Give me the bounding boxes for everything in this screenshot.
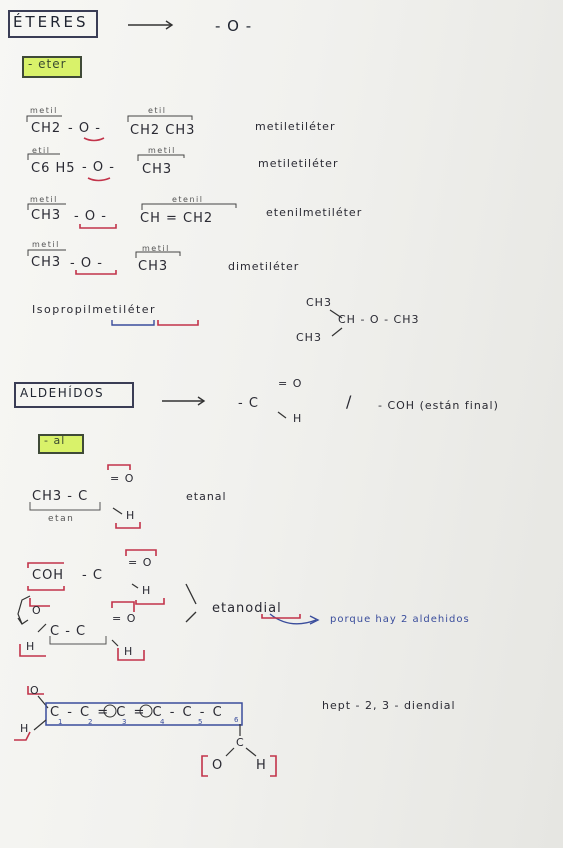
hept-num-2: 2: [88, 718, 94, 726]
isopropyl-name: Isopropilmetiléter: [32, 303, 157, 316]
coh-note: - COH (están final): [378, 399, 499, 412]
aldehyde-o: = O: [278, 377, 303, 390]
aldehidos-title-box: [14, 382, 134, 408]
etanodial-o-bottom: = O: [112, 612, 137, 625]
hept-o-top: O: [30, 684, 40, 697]
etanal-h: H: [126, 509, 136, 522]
row3-left-label: metil: [30, 195, 58, 204]
etanodial-note: porque hay 2 aldehidos: [330, 614, 470, 625]
row2-right-label: metil: [148, 146, 176, 155]
row3-right: CH = CH2: [140, 211, 214, 226]
row4-left-label: metil: [32, 240, 60, 249]
row4-name: dimetiléter: [228, 260, 300, 273]
row4-left: CH3: [31, 255, 62, 270]
eter-suffix-highlight: [22, 56, 82, 78]
etanodial-coh: COH: [32, 568, 65, 583]
etanodial-h-left: H: [26, 640, 36, 653]
hept-name: hept - 2, 3 - diendial: [322, 699, 456, 712]
etanal-chain: CH3 - C: [32, 489, 89, 504]
row2-left-label: etil: [32, 146, 51, 155]
aldehyde-slash: /: [346, 392, 353, 411]
row2-left: C6 H5: [31, 161, 76, 176]
etanodial-c-top: - C: [82, 568, 103, 583]
etanal-o: = O: [110, 472, 135, 485]
row1-name: metiletiléter: [255, 120, 336, 133]
eteres-title: ÉTERES: [13, 13, 89, 31]
hept-num-1: 1: [58, 718, 64, 726]
row1-left-label: metil: [30, 106, 58, 115]
etanal-name: etanal: [186, 490, 227, 503]
row3-oxygen: - O -: [74, 209, 107, 224]
hept-c7: C: [236, 736, 245, 749]
hept-num-3: 3: [122, 718, 128, 726]
row2-oxygen: - O -: [82, 160, 115, 175]
hept-h-bottom: H: [256, 758, 267, 773]
aldehyde-h: H: [293, 412, 303, 425]
row4-oxygen: - O -: [70, 256, 103, 271]
isopropyl-ch3-bottom: CH3: [296, 331, 322, 344]
row3-name: etenilmetiléter: [266, 206, 363, 219]
hept-num-6: 6: [234, 716, 240, 724]
eter-suffix: - eter: [28, 57, 67, 71]
ether-group: - O -: [215, 17, 253, 35]
al-suffix-highlight: [38, 434, 84, 454]
hept-o-bottom: O: [212, 758, 224, 773]
row2-right: CH3: [142, 162, 173, 177]
aldehyde-c: - C: [238, 396, 259, 411]
etanodial-name: etanodial: [212, 601, 282, 616]
etanodial-c-bottom: C - C: [50, 624, 87, 639]
row2-name: metiletiléter: [258, 157, 339, 170]
etanal-under: etan: [48, 514, 75, 524]
row1-right-label: etil: [148, 106, 167, 115]
row4-right: CH3: [138, 259, 169, 274]
row1-right: CH2 CH3: [130, 123, 196, 138]
row1-left: CH2: [31, 121, 62, 136]
row4-right-label: metil: [142, 244, 170, 253]
etanodial-o-top: = O: [128, 556, 153, 569]
hept-num-5: 5: [198, 718, 204, 726]
row3-right-label: etenil: [172, 195, 204, 204]
hept-chain: C - C = C = C - C - C: [50, 705, 224, 720]
eteres-title-box: [8, 10, 98, 38]
al-suffix: - al: [44, 434, 66, 447]
hept-h-left: H: [20, 722, 30, 735]
etanodial-h-top: H: [142, 584, 152, 597]
row3-left: CH3: [31, 208, 62, 223]
isopropyl-ch3-top: CH3: [306, 296, 332, 309]
etanodial-o-left: O: [32, 604, 42, 617]
hept-num-4: 4: [160, 718, 166, 726]
etanodial-h-right: H: [124, 645, 134, 658]
aldehidos-title: ALDEHÍDOS: [20, 386, 105, 400]
isopropyl-main: CH - O - CH3: [338, 313, 420, 326]
row1-oxygen: - O -: [68, 121, 101, 136]
